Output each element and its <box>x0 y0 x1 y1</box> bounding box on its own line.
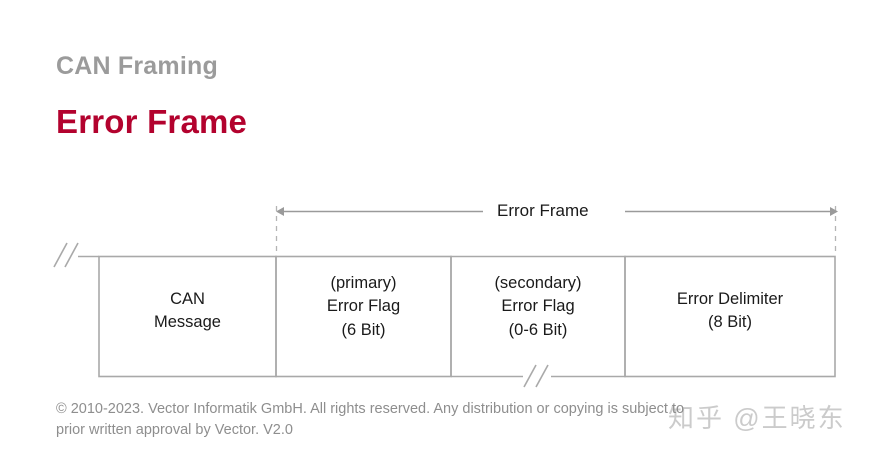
field-label-primary-error-flag: (primary) Error Flag (6 Bit) <box>276 272 451 342</box>
field-label-primary-error-flag-line3: (6 Bit) <box>341 320 386 339</box>
break-slash-bottom-1 <box>523 364 537 388</box>
field-label-error-delimiter: Error Delimiter (8 Bit) <box>625 288 835 335</box>
break-slash-left-2 <box>64 242 79 268</box>
break-slash-left-1 <box>53 242 68 268</box>
copyright-line-2: prior written approval by Vector. V2.0 <box>56 421 293 438</box>
page-title: Error Frame <box>56 103 248 140</box>
copyright-line-1: © 2010-2023. Vector Informatik GmbH. All… <box>56 401 685 417</box>
field-label-secondary-error-flag-line3: (0-6 Bit) <box>508 320 568 339</box>
field-label-primary-error-flag-line2: Error Flag <box>326 297 401 316</box>
field-label-secondary-error-flag: (secondary) Error Flag (0-6 Bit) <box>451 272 625 342</box>
copyright-footer: © 2010-2023. Vector Informatik GmbH. All… <box>56 399 826 440</box>
field-label-primary-error-flag-line1: (primary) <box>330 274 397 292</box>
field-label-secondary-error-flag-line2: Error Flag <box>501 297 575 316</box>
field-label-can-message: CAN Message <box>99 288 276 335</box>
field-label-can-message-line1: CAN <box>170 290 205 308</box>
span-label-error-frame: Error Frame <box>497 201 589 220</box>
field-label-secondary-error-flag-line1: (secondary) <box>494 274 582 292</box>
break-slash-bottom-2 <box>535 364 549 388</box>
slide-kicker: CAN Framing <box>56 52 218 80</box>
field-box-error-delimiter <box>624 255 836 378</box>
field-label-error-delimiter-line2: (8 Bit) <box>707 313 752 332</box>
field-label-can-message-line2: Message <box>154 313 221 332</box>
field-label-error-delimiter-line1: Error Delimiter <box>676 290 784 308</box>
